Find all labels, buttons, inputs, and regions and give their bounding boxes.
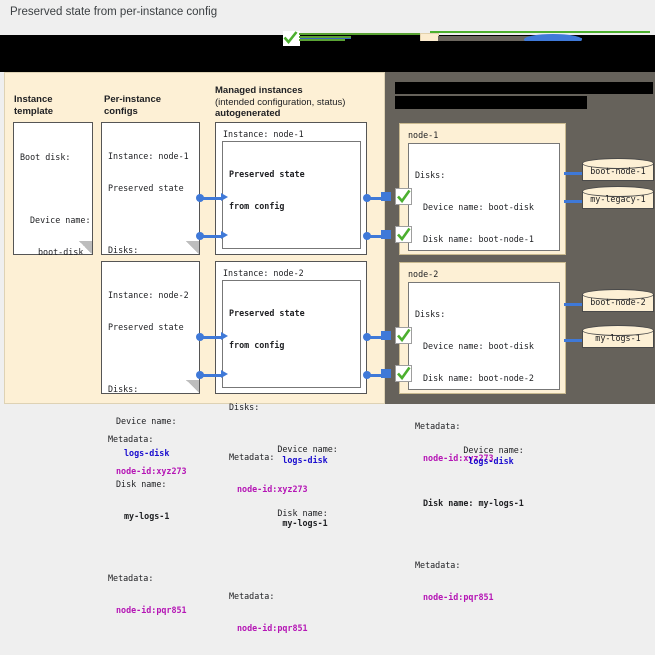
diagram-root: Preserved state from per-instance config… xyxy=(0,6,655,633)
legend-green-line-4 xyxy=(430,31,650,33)
preserved-state-box-node-2: Preserved state from config Disks: Devic… xyxy=(222,280,361,633)
instance-template-card: Boot disk: Device name: boot-disk xyxy=(13,122,93,257)
disk-cylinder-my-legacy-1: my-legacy-1 xyxy=(582,186,654,212)
connector-wire xyxy=(369,335,381,339)
node-details-box-node-1: Disks: Device name: boot-disk Disk name:… xyxy=(408,143,560,463)
connector-dot xyxy=(196,232,204,240)
connector-wire xyxy=(202,196,222,200)
connector-wire xyxy=(369,373,381,377)
legend-gray-line-1 xyxy=(438,36,530,41)
connector-dot xyxy=(196,194,204,202)
disk-cylinder-boot-node-1: boot-node-1 xyxy=(582,158,654,184)
connector-dot xyxy=(363,333,371,341)
connector-dot xyxy=(363,232,371,240)
right-panel-header-redaction-2 xyxy=(395,96,587,109)
legend-green-line-3 xyxy=(299,39,345,41)
connector-dot xyxy=(196,333,204,341)
connector-wire xyxy=(202,373,222,377)
connector-square xyxy=(381,192,391,201)
connector-dot xyxy=(363,371,371,379)
connector-square xyxy=(381,369,391,378)
blue-ellipse-icon xyxy=(524,34,582,45)
connector-wire xyxy=(369,234,381,238)
right-panel-header-redaction-1 xyxy=(395,82,653,94)
legend-redaction-bottom xyxy=(300,41,655,72)
connector-dot xyxy=(363,194,371,202)
per-instance-config-card-node-2: Instance: node-2 Preserved state Disks: … xyxy=(101,261,200,615)
column-heading-managed-instances: Managed instances (intended configuratio… xyxy=(215,85,346,119)
connector-wire xyxy=(202,335,222,339)
disk-wire xyxy=(564,172,584,175)
page-fold-corner xyxy=(79,241,93,255)
connector-wire xyxy=(369,196,381,200)
disk-wire xyxy=(564,200,584,203)
connector-wire xyxy=(202,234,222,238)
disk-cylinder-boot-node-2: boot-node-2 xyxy=(582,289,654,315)
green-check-icon xyxy=(395,365,412,382)
connector-arrow xyxy=(221,230,228,239)
legend-green-line-2 xyxy=(299,36,351,38)
disk-wire xyxy=(564,303,584,306)
legend-redaction-mid xyxy=(351,35,420,43)
legend-redaction-right xyxy=(582,35,655,45)
connector-arrow xyxy=(221,331,228,340)
node-details-box-node-2: Disks: Device name: boot-disk Disk name:… xyxy=(408,282,560,602)
blue-ellipse-icon-tail xyxy=(556,37,578,43)
green-check-icon xyxy=(283,31,300,46)
connector-arrow xyxy=(221,369,228,378)
page-title: Preserved state from per-instance config xyxy=(10,6,218,18)
per-instance-config-card-node-1: Instance: node-1 Preserved state Disks: … xyxy=(101,122,200,476)
legend-green-line-1 xyxy=(299,33,432,35)
column-heading-per-instance-configs: Per-instance configs xyxy=(104,94,162,117)
column-heading-instance-template: Instance template xyxy=(14,94,54,117)
green-check-icon xyxy=(395,226,412,243)
green-check-icon xyxy=(395,327,412,344)
legend-redaction-left xyxy=(0,35,283,72)
page-fold-corner xyxy=(186,380,200,394)
connector-square xyxy=(381,230,391,239)
legend-rule xyxy=(0,38,655,39)
disk-cylinder-my-logs-1: my-logs-1 xyxy=(582,325,654,351)
green-check-icon xyxy=(395,188,412,205)
connector-square xyxy=(381,331,391,340)
page-fold-corner xyxy=(186,241,200,255)
connector-arrow xyxy=(221,192,228,201)
preserved-state-box-node-1: Preserved state from config Disks: Devic… xyxy=(222,141,361,494)
disk-wire xyxy=(564,339,584,342)
connector-dot xyxy=(196,371,204,379)
